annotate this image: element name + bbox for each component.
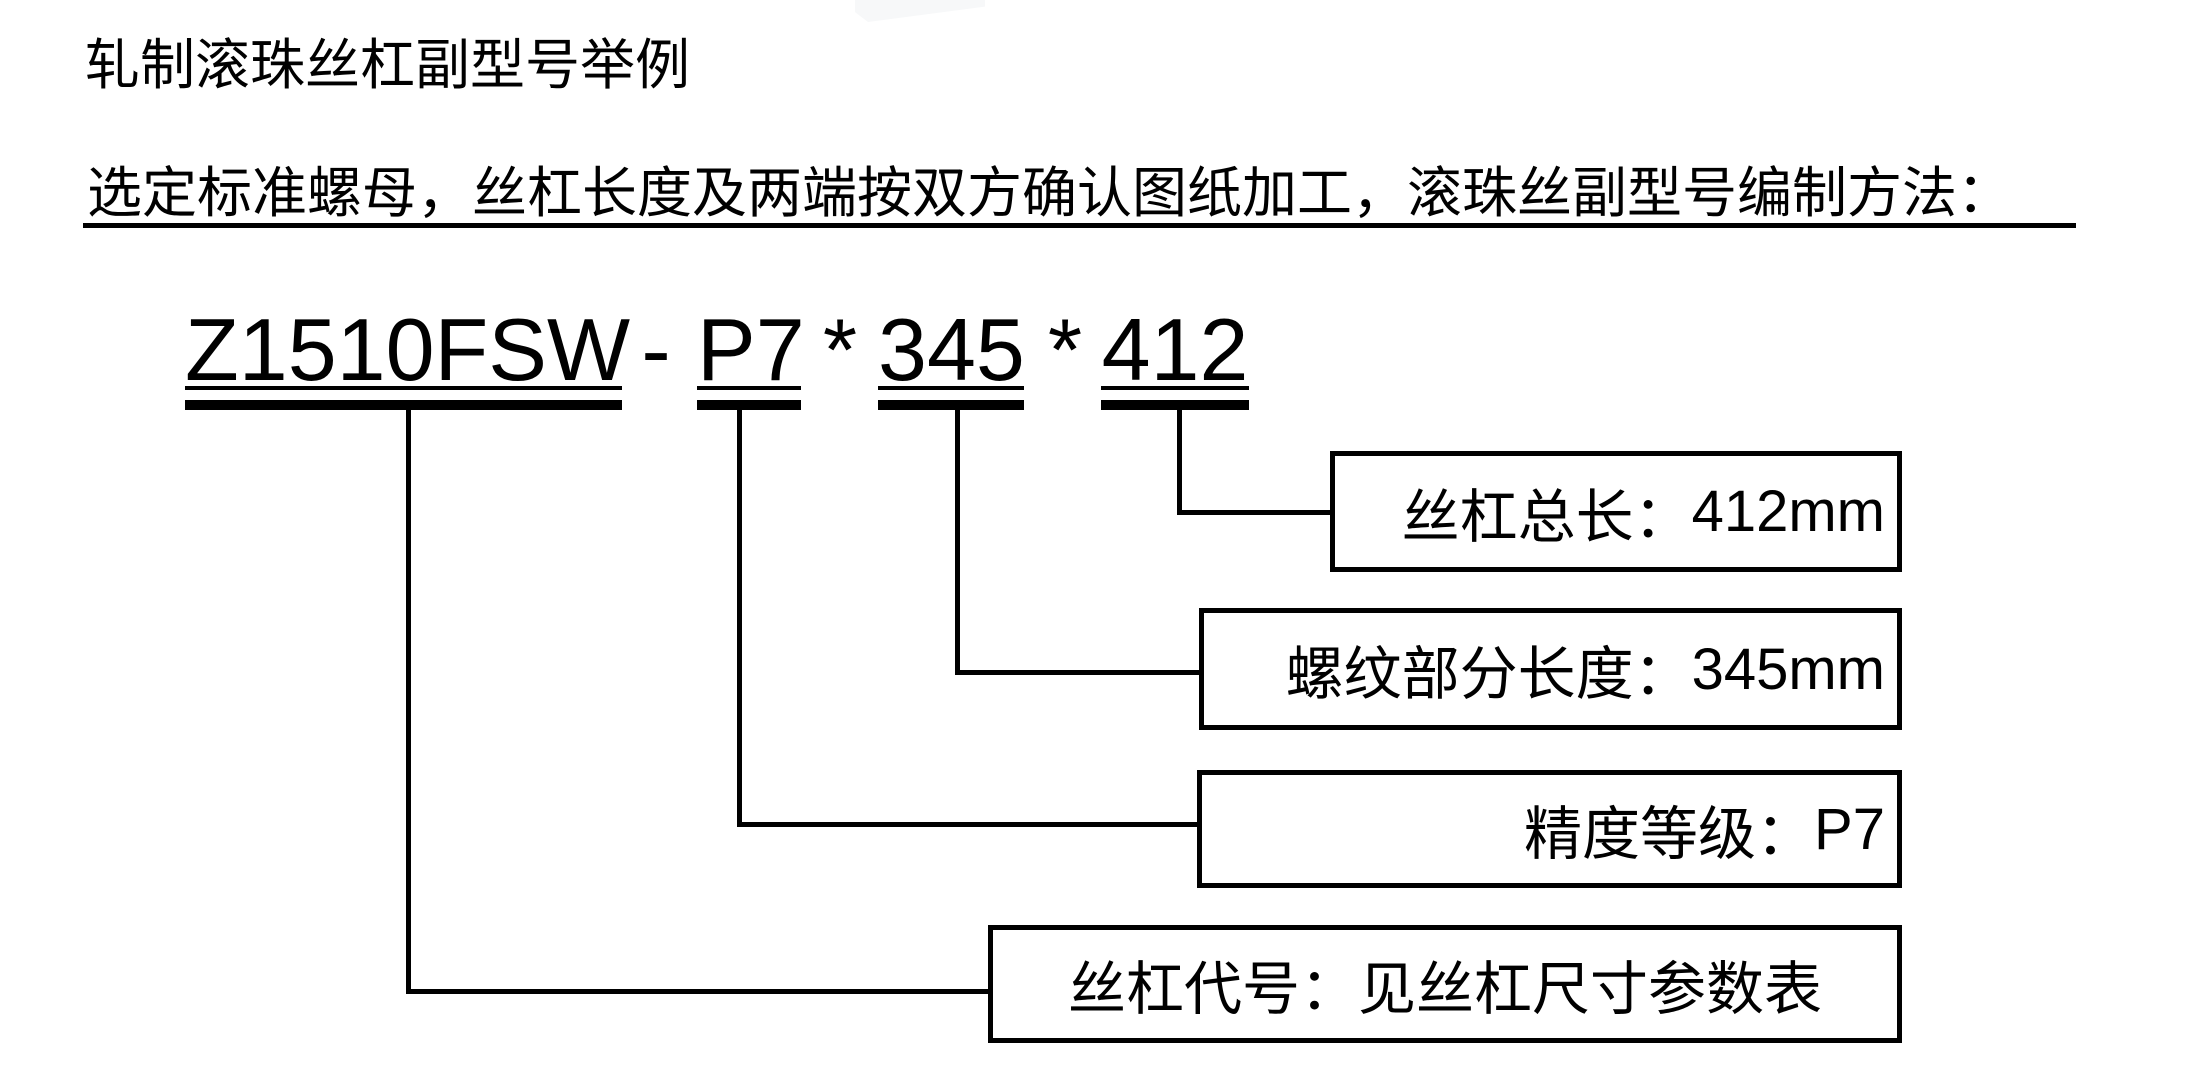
connector-horizontal-total-length: [1177, 510, 1335, 515]
callout-label: 丝杠总长：: [1401, 484, 1692, 550]
callout-box-screw-code: 丝杠代号： 见丝杠尺寸参数表: [988, 925, 1902, 1043]
model-segment-thread-length: 345: [878, 300, 1025, 399]
model-segment-accuracy: P7: [697, 300, 805, 399]
callout-label: 精度等级：: [1524, 802, 1815, 867]
page-title: 轧制滚珠丝杠副型号举例: [85, 35, 691, 96]
callout-label: 螺纹部分长度：: [1285, 642, 1692, 707]
model-segment-total-length: 412: [1101, 300, 1249, 399]
connector-vertical-thread-length: [955, 408, 960, 675]
subtitle-underline: [83, 223, 2076, 228]
callout-box-thread-length: 螺纹部分长度： 345mm: [1199, 608, 1902, 730]
callout-value: 345mm: [1691, 636, 1885, 702]
connector-vertical-total-length: [1177, 408, 1182, 515]
connector-horizontal-accuracy: [737, 822, 1202, 827]
callout-value: 见丝杠尺寸参数表: [1358, 957, 1823, 1022]
model-separator-dash: -: [641, 300, 671, 399]
connector-vertical-screw-code: [406, 408, 411, 994]
underline-bar-thread-length: [878, 400, 1024, 410]
page-subtitle: 选定标准螺母，丝杠长度及两端按双方确认图纸加工，滚珠丝副型号编制方法：: [87, 163, 2013, 224]
connector-vertical-accuracy: [737, 408, 742, 827]
underline-bar-accuracy: [697, 400, 801, 410]
callout-value: 412mm: [1691, 479, 1885, 544]
model-segment-screw-code: Z1510FSW: [185, 300, 631, 399]
callout-box-total-length: 丝杠总长： 412mm: [1330, 451, 1902, 572]
model-separator-star-1: *: [822, 300, 858, 399]
callout-value: P7: [1814, 796, 1885, 862]
connector-horizontal-thread-length: [955, 670, 1204, 675]
model-separator-star-2: *: [1047, 300, 1083, 399]
scan-artifact: [855, 0, 985, 22]
callout-box-accuracy-grade: 精度等级： P7: [1197, 770, 1902, 888]
connector-horizontal-screw-code: [406, 989, 993, 994]
callout-label: 丝杠代号：: [1067, 957, 1358, 1022]
underline-bar-screw-code: [185, 400, 622, 410]
underline-bar-total-length: [1101, 400, 1249, 410]
